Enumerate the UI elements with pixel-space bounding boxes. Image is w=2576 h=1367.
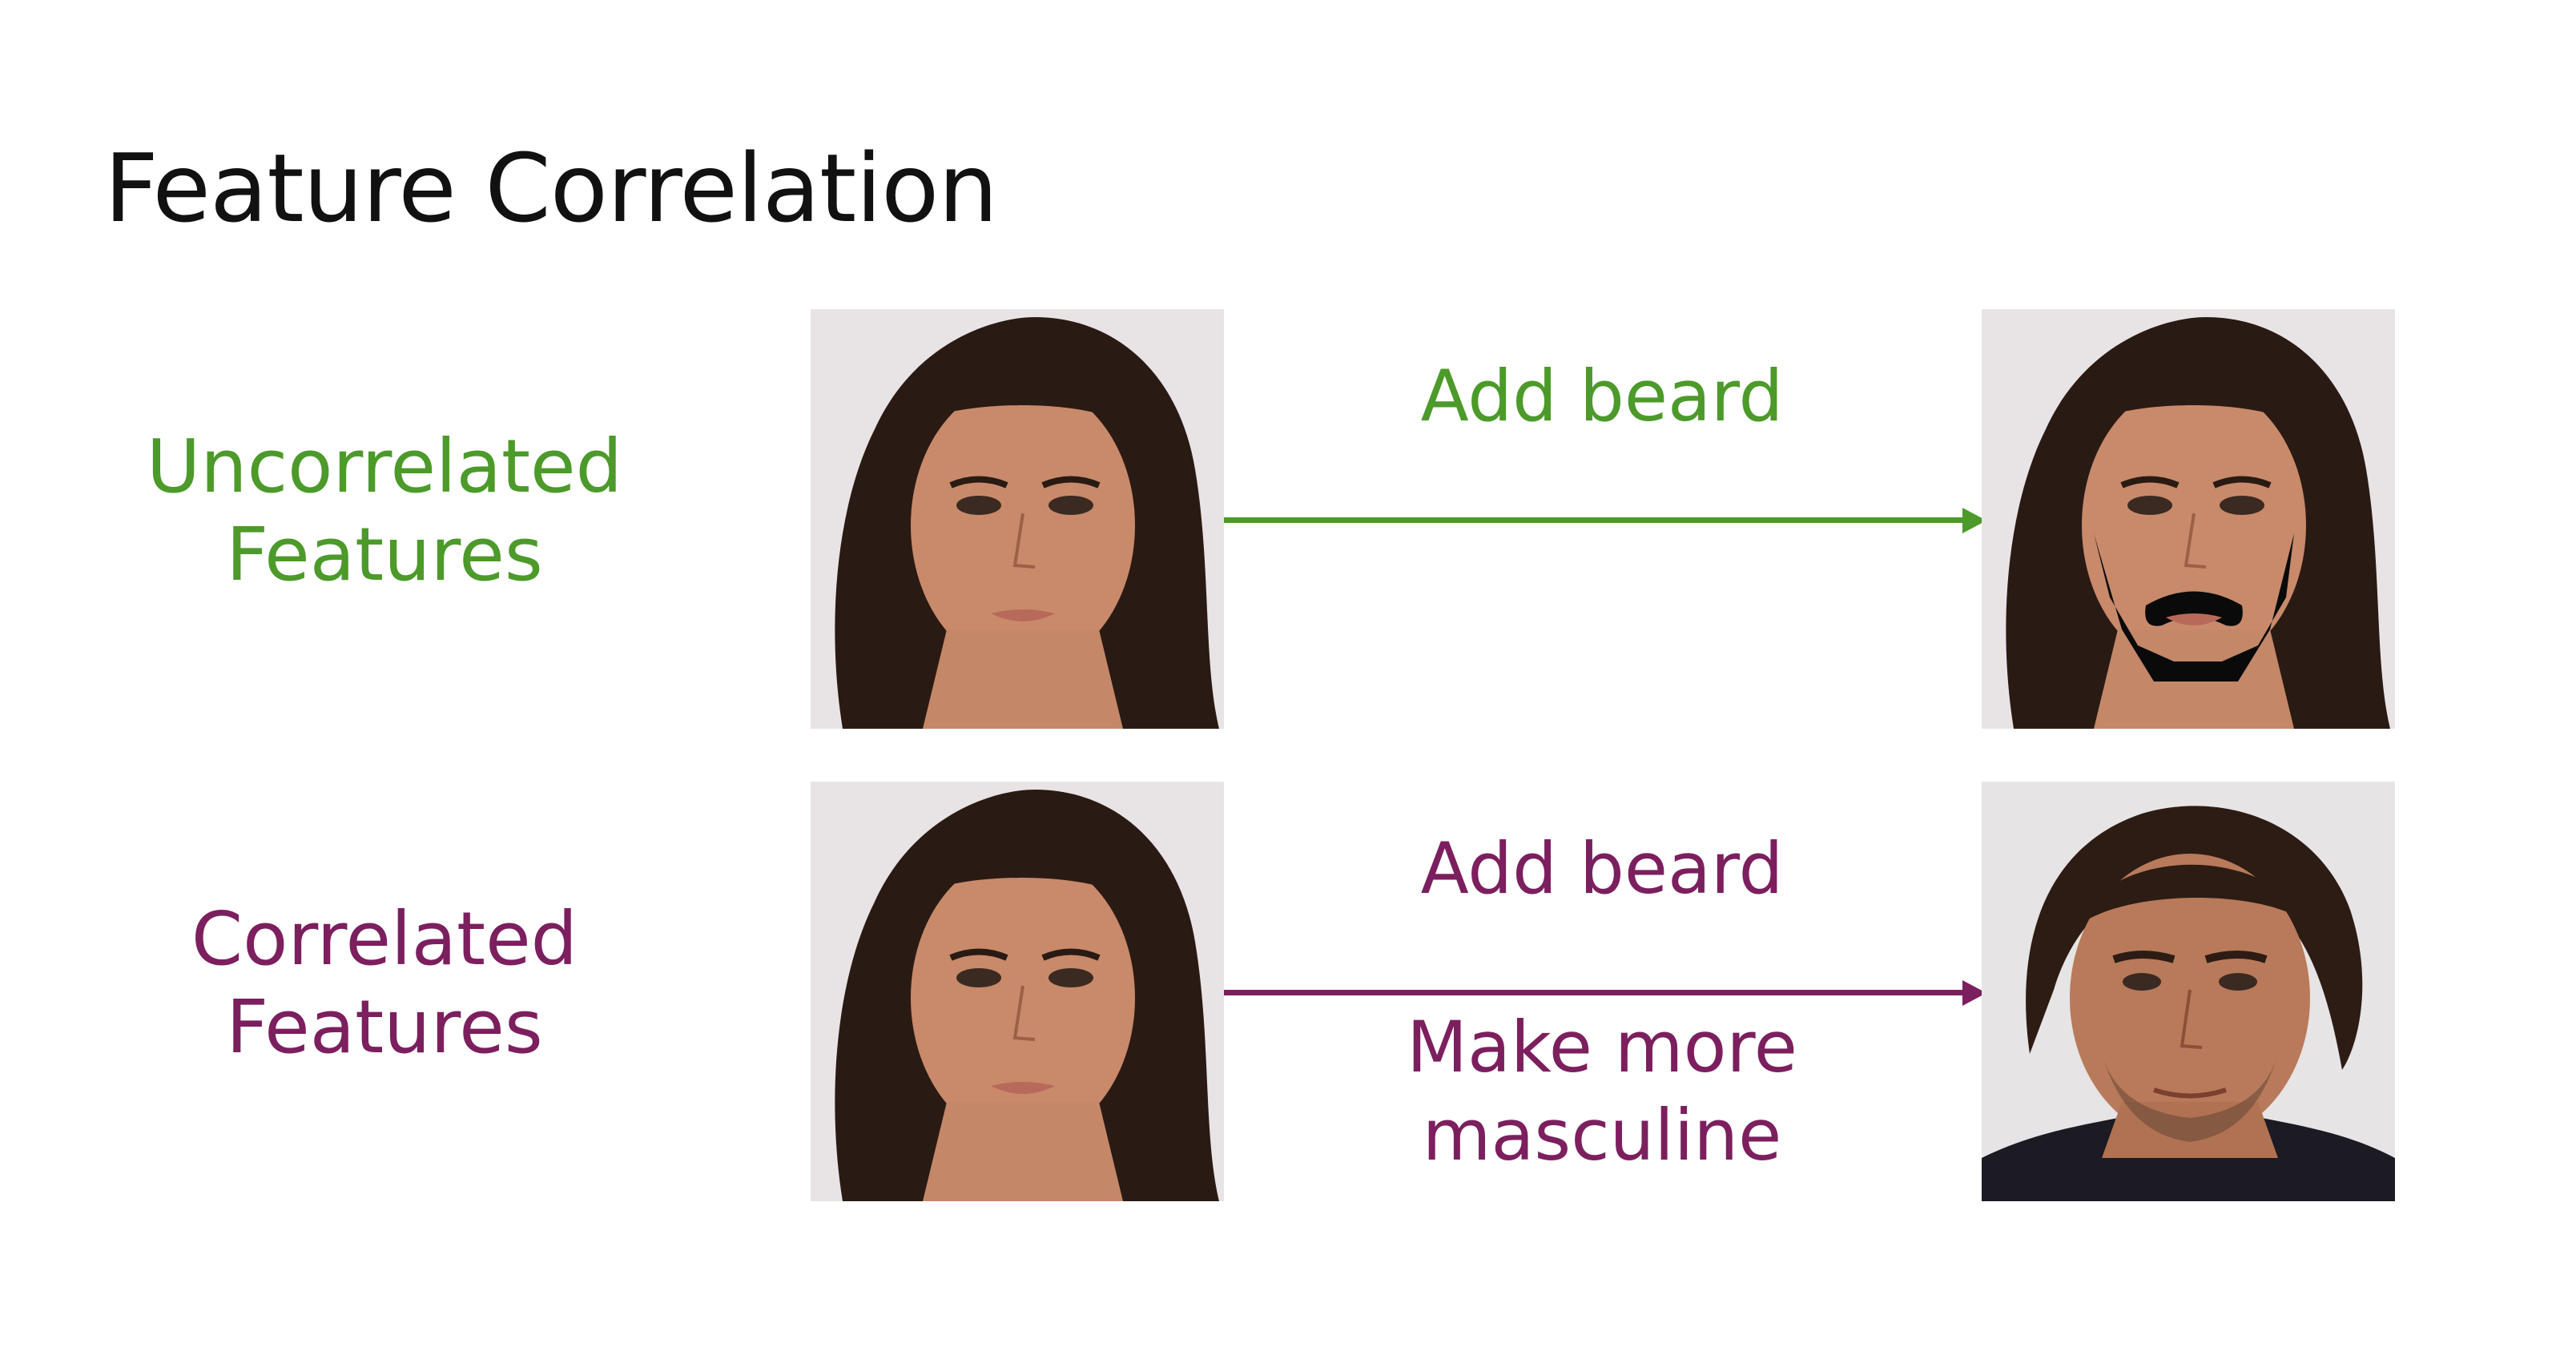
woman-face-image-bottom [811,782,1224,1201]
uncorrelated-features-label: Uncorrelated Features [104,423,665,599]
row-label-line-1: Correlated [191,896,578,982]
slide-title: Feature Correlation [104,133,998,243]
add-beard-label-correlated: Add beard [1420,827,1784,910]
add-beard-label: Add beard [1420,355,1784,437]
masculine-line: masculine [1422,1094,1782,1176]
row-label-line-2: Features [226,984,543,1070]
woman-face-with-beard-image [1982,309,2395,729]
make-more-line: Make more [1407,1006,1797,1088]
row-label-line-1: Uncorrelated [146,424,623,509]
correlated-features-label: Correlated Features [104,895,665,1071]
add-beard-arrow-line [1224,517,1969,523]
woman-face-image-top [811,309,1224,729]
man-face-image [1982,782,2395,1201]
row-label-line-2: Features [226,512,543,597]
make-more-masculine-label: Make more masculine [1282,1003,1922,1180]
correlated-arrow-line [1224,990,1969,995]
